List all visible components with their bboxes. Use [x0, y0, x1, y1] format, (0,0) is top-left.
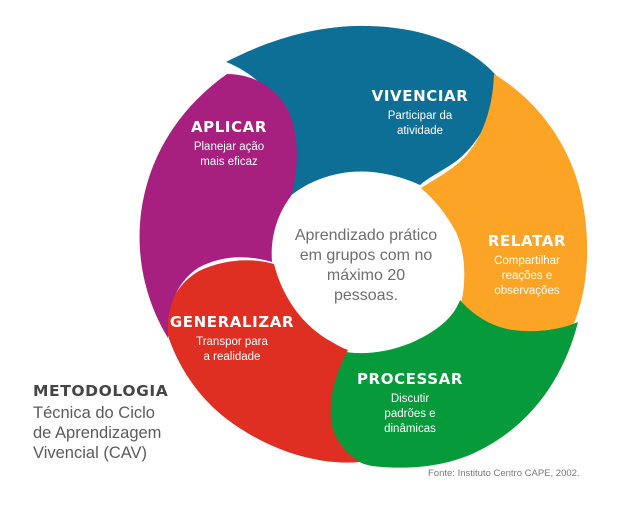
- segment-relatar: [421, 74, 588, 334]
- stage-description-relatar: Compartilhar reações e observações: [494, 255, 560, 297]
- legend: METODOLOGIA Técnica do Ciclo de Aprendiz…: [33, 382, 168, 463]
- legend-heading: METODOLOGIA: [33, 382, 169, 400]
- stage-vivenciar: VIVENCIAR Participar da atividade: [355, 87, 485, 139]
- stage-processar: PROCESSAR Discutir padrões e dinâmicas: [350, 370, 470, 437]
- stage-description-vivenciar: Participar da atividade: [387, 110, 453, 137]
- stage-title-vivenciar: VIVENCIAR: [371, 87, 469, 105]
- stage-description-aplicar: Planejar ação mais eficaz: [193, 141, 265, 168]
- stage-title-relatar: RELATAR: [487, 232, 567, 250]
- stage-title-aplicar: APLICAR: [190, 118, 268, 136]
- stage-description-processar: Discutir padrões e dinâmicas: [384, 393, 436, 435]
- stage-relatar: RELATAR Compartilhar reações e observaçõ…: [472, 232, 582, 299]
- stage-aplicar: APLICAR Planejar ação mais eficaz: [176, 118, 282, 170]
- stage-description-generalizar: Transpor para a realidade: [196, 336, 268, 363]
- stage-generalizar: GENERALIZAR Transpor para a realidade: [166, 313, 298, 365]
- center-text: Aprendizado prático em grupos com no máx…: [294, 227, 438, 304]
- source-caption: Fonte: Instituto Centro CAPE, 2002.: [428, 468, 580, 479]
- segment-generalizar: [165, 260, 360, 463]
- stage-title-processar: PROCESSAR: [356, 370, 464, 388]
- segment-processar: [329, 300, 578, 468]
- segment-aplicar: [139, 74, 297, 338]
- stage-title-generalizar: GENERALIZAR: [169, 313, 295, 331]
- legend-subtitle: Técnica do Ciclo de Aprendizagem Vivenci…: [33, 404, 162, 462]
